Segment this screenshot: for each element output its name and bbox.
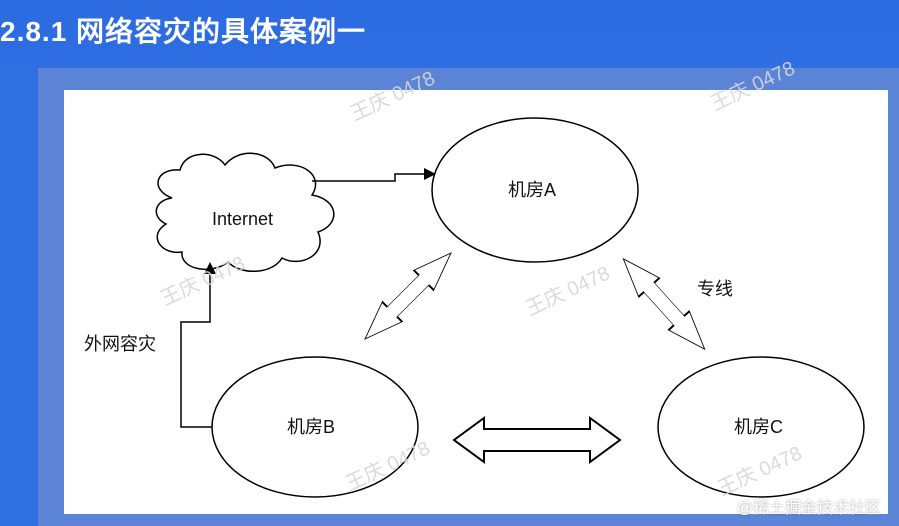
double-arrow-a-c xyxy=(622,257,706,351)
site-watermark: @稀土掘金技术社区 xyxy=(736,500,881,517)
room-a-ellipse xyxy=(431,117,639,263)
room-c-ellipse xyxy=(657,356,865,498)
room-c-label: 机房C xyxy=(734,417,783,437)
room-b-to-internet-line xyxy=(180,272,212,428)
double-arrow-a-b xyxy=(364,252,452,340)
double-arrow-b-c xyxy=(452,416,622,464)
internet-cloud xyxy=(155,152,335,273)
internet-label: Internet xyxy=(212,209,274,229)
title-bar xyxy=(0,0,899,62)
slide-title: 2.8.1 网络容灾的具体案例一 xyxy=(0,16,367,47)
external-dr-label: 外网容灾 xyxy=(84,334,156,354)
internet-to-room-a-line xyxy=(312,173,425,182)
room-a-label: 机房A xyxy=(508,180,557,200)
internet-to-room-a-arrowhead xyxy=(424,168,436,180)
room-b-label: 机房B xyxy=(287,417,336,437)
dedicated-line-label: 专线 xyxy=(697,279,733,299)
room-b-to-internet-arrowhead xyxy=(204,262,216,274)
